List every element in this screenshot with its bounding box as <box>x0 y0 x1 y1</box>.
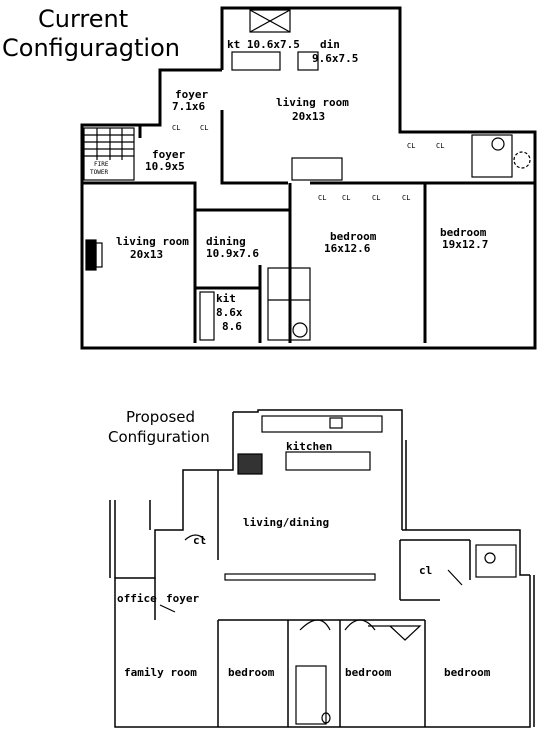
room-label-dining: dining <box>206 235 246 248</box>
closet-label: CL <box>172 124 180 132</box>
fire-tower-label-1: FIRE <box>94 161 109 168</box>
room-label-cl-left: cl <box>193 534 206 547</box>
room-label-foyer-b: foyer <box>152 148 185 161</box>
room-size-foyer-b: 10.9x5 <box>145 160 185 173</box>
current-heading-line2: Configuragtion <box>2 34 180 62</box>
proposed-heading-line2: Configuration <box>108 428 210 446</box>
room-label-office: office <box>117 592 157 605</box>
room-label-bedroom-b: bedroom <box>440 226 487 239</box>
room-label-bedroom-2: bedroom <box>345 666 392 679</box>
room-label-bedroom-3: bedroom <box>444 666 491 679</box>
proposed-room-labels: kitchen living/dining cl cl office foyer… <box>117 440 491 679</box>
current-room-labels: kt 10.6x7.5 din 9.6x7.5 foyer 7.1x6 livi… <box>90 38 488 333</box>
room-size-kit-2: 8.6 <box>222 320 242 333</box>
room-label-living-b: living room <box>116 235 189 248</box>
current-closet-labels: CL CL CL CL CL CL CL CL <box>172 124 444 202</box>
room-label-foyer: foyer <box>166 592 199 605</box>
room-label-kitchen: kitchen <box>286 440 332 453</box>
room-label-foyer-a: foyer <box>175 88 208 101</box>
fire-tower-label-2: TOWER <box>90 169 108 176</box>
current-configuration-plan: Current Configuragtion <box>2 5 537 350</box>
current-fixtures <box>83 9 531 341</box>
proposed-fixtures <box>159 415 517 725</box>
proposed-configuration-plan: Proposed Configuration <box>108 408 535 728</box>
closet-label: CL <box>436 142 444 150</box>
closet-label: CL <box>402 194 410 202</box>
closet-label: CL <box>372 194 380 202</box>
room-size-foyer-a: 7.1x6 <box>172 100 205 113</box>
room-size-bedroom-b: 19x12.7 <box>442 238 488 251</box>
room-label-bedroom-1: bedroom <box>228 666 275 679</box>
room-label-kt: kt 10.6x7.5 <box>227 38 300 51</box>
room-size-living-b: 20x13 <box>130 248 163 261</box>
room-label-family-room: family room <box>124 666 197 679</box>
room-label-living-a: living room <box>276 96 349 109</box>
closet-label: CL <box>318 194 326 202</box>
room-size-din: 9.6x7.5 <box>312 52 358 65</box>
closet-label: CL <box>342 194 350 202</box>
room-label-bedroom-a: bedroom <box>330 230 377 243</box>
room-label-living-dining: living/dining <box>243 516 329 529</box>
room-label-kit: kit <box>216 292 236 305</box>
current-heading-line1: Current <box>38 5 128 33</box>
room-size-bedroom-a: 16x12.6 <box>324 242 371 255</box>
current-walls <box>80 6 537 350</box>
room-label-din: din <box>320 38 340 51</box>
room-size-living-a: 20x13 <box>292 110 325 123</box>
closet-label: CL <box>200 124 208 132</box>
proposed-heading-line1: Proposed <box>126 408 195 426</box>
room-label-cl-right: cl <box>419 564 432 577</box>
room-size-dining: 10.9x7.6 <box>206 247 259 260</box>
proposed-walls <box>109 409 535 728</box>
closet-label: CL <box>407 142 415 150</box>
room-size-kit-1: 8.6x <box>216 306 243 319</box>
